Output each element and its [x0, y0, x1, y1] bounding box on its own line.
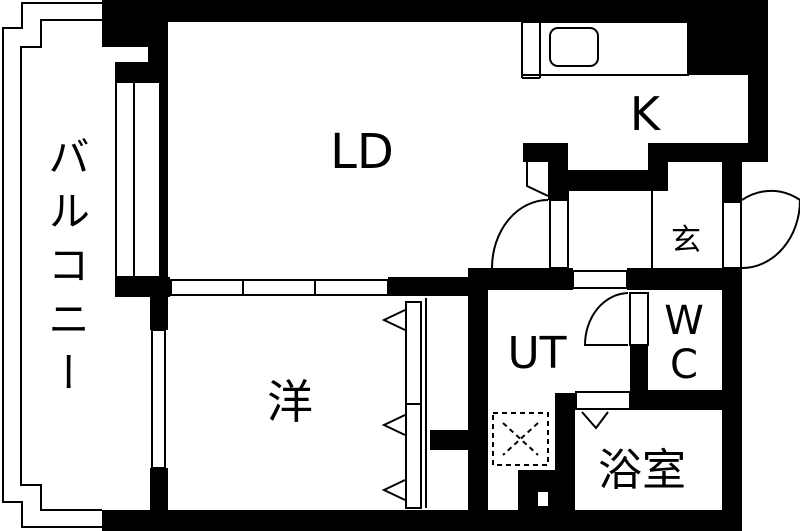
balcony-label: バルコニー: [42, 135, 91, 405]
doors: [491, 162, 800, 430]
windows: [115, 81, 628, 469]
entrance-label: 玄: [671, 223, 701, 258]
wc-label-top: W: [664, 298, 704, 344]
wall-gap: [538, 492, 548, 506]
wc-label-bottom: C: [670, 342, 698, 388]
closet: [381, 298, 427, 509]
kitchen-counter: [521, 21, 689, 79]
bathroom-label: 浴室: [598, 445, 686, 496]
sink-icon: [549, 27, 599, 67]
living-dining-label: LD: [330, 124, 394, 180]
balcony-outline: [2, 2, 102, 528]
walls: [102, 0, 768, 531]
utility-label: UT: [507, 328, 566, 379]
washing-machine-space: [492, 412, 549, 466]
kitchen-label: K: [630, 87, 662, 141]
western-room-label: 洋: [267, 375, 313, 429]
